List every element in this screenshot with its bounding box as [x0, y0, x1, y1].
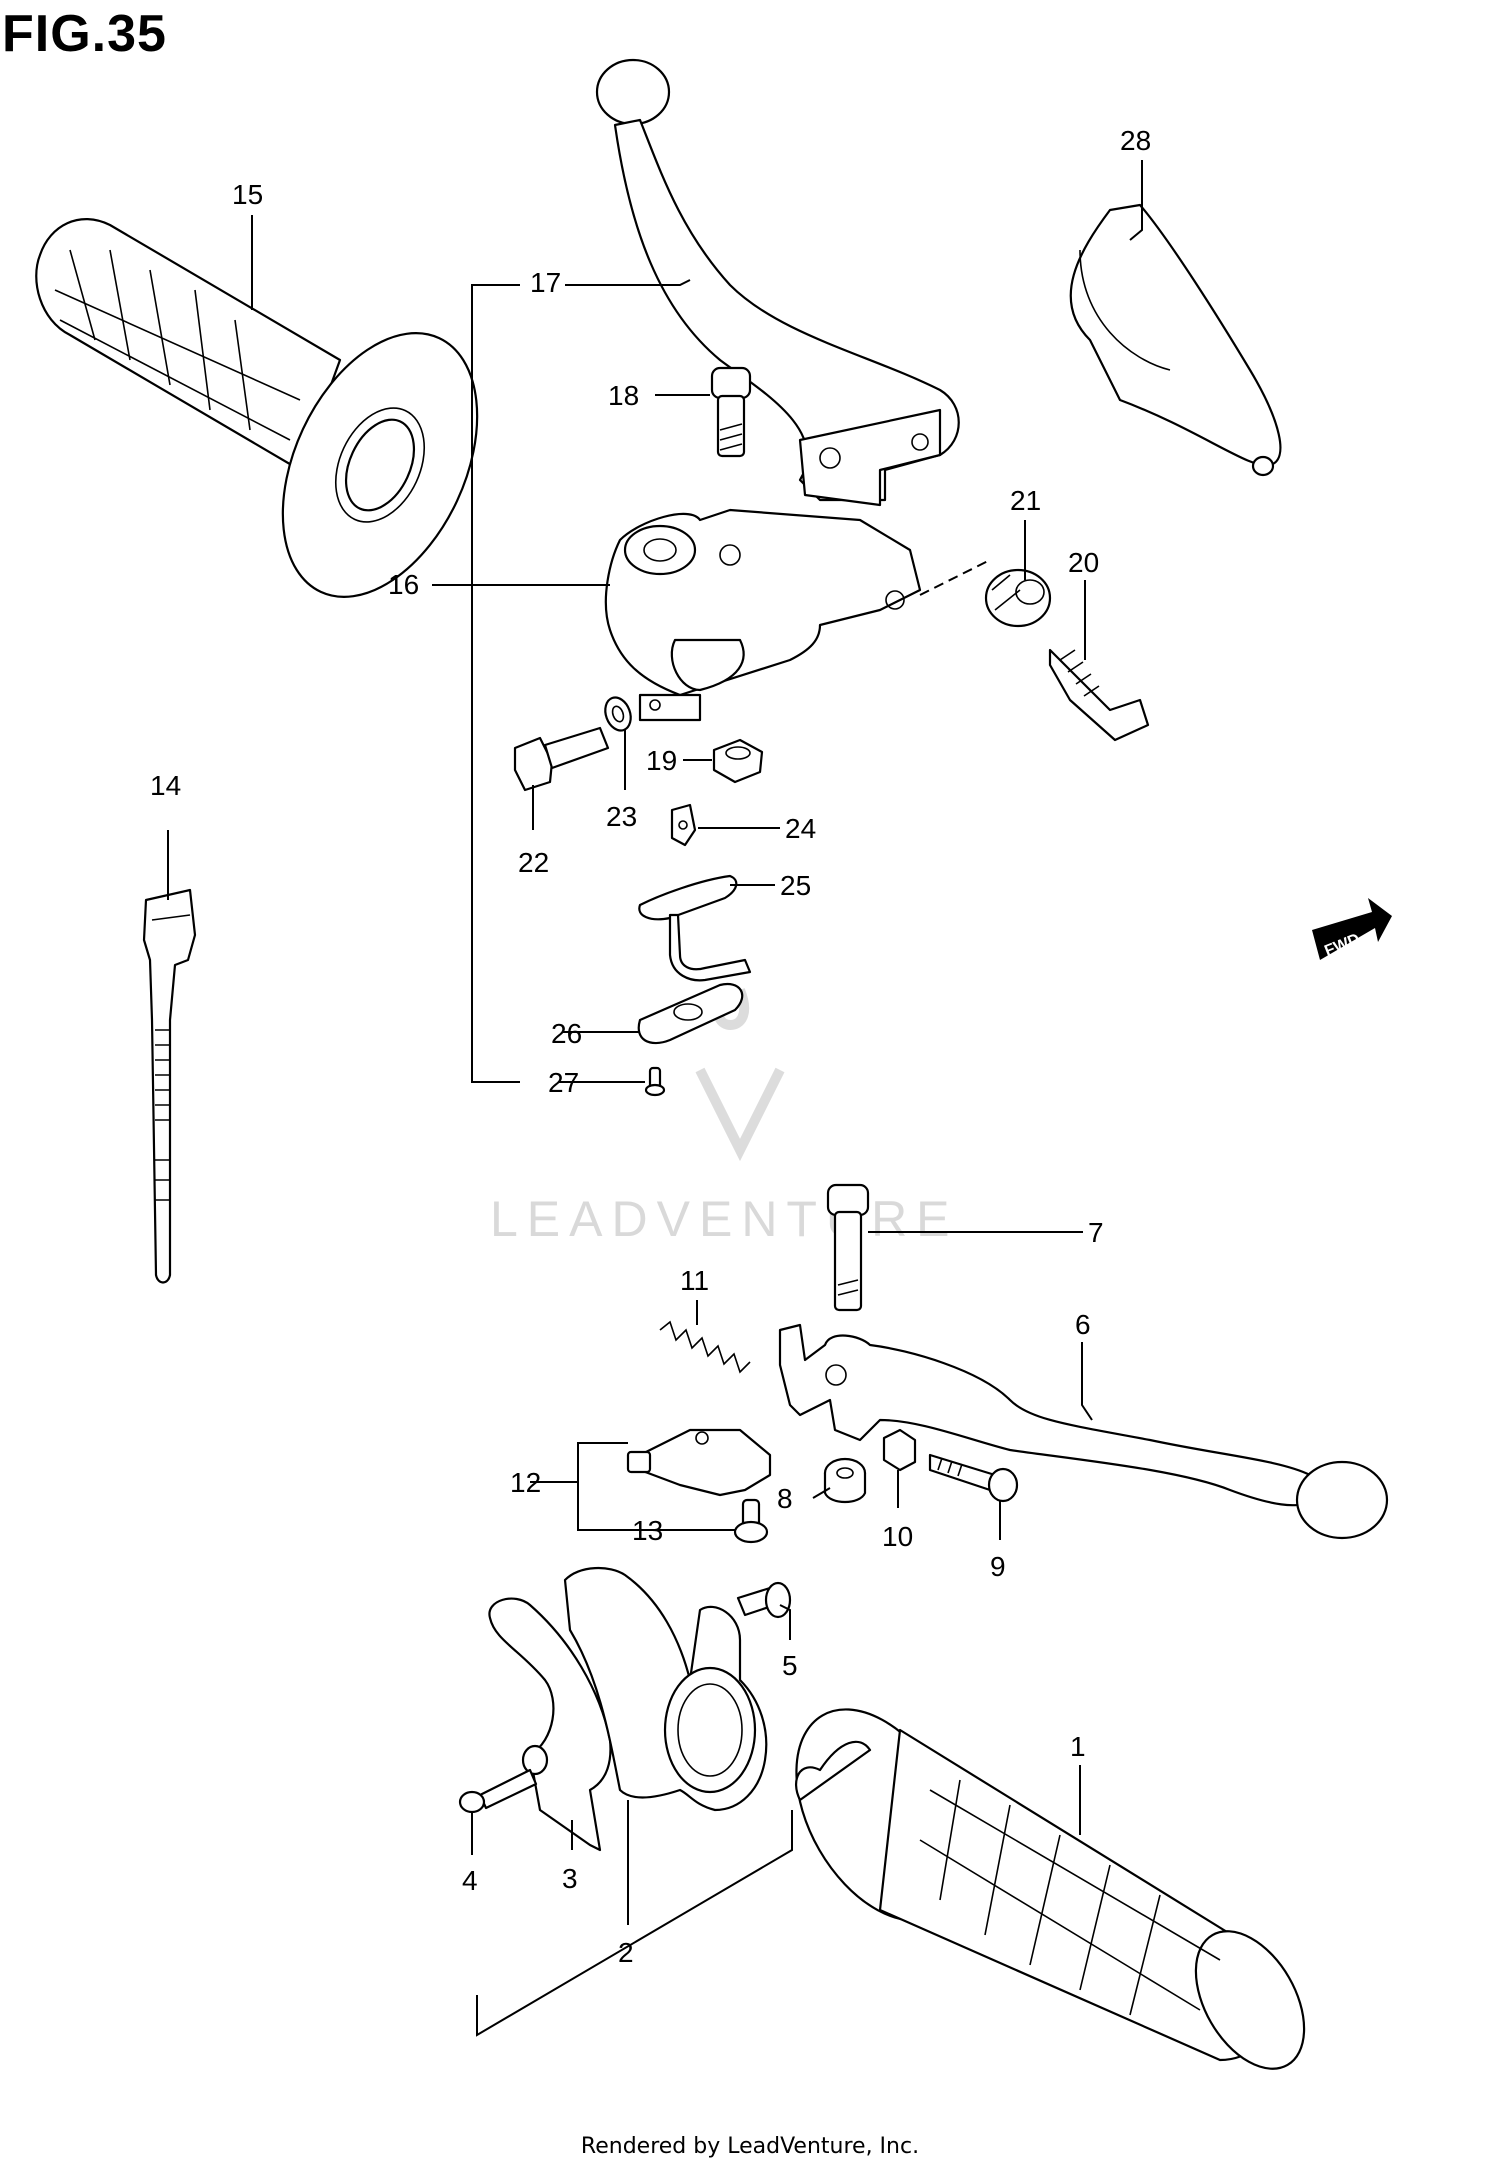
callout-26: 26 [551, 1018, 582, 1049]
part-5-screw [736, 1581, 792, 1619]
part-17-clutch-lever [595, 58, 960, 507]
callout-25: 25 [780, 870, 811, 901]
callout-7: 7 [1088, 1217, 1104, 1248]
part-8-collar [823, 1457, 867, 1504]
part-23-washer [604, 696, 632, 732]
callout-2: 2 [618, 1937, 634, 1968]
part-25-switch [638, 874, 752, 982]
part-14-cable-tie [142, 888, 197, 1284]
callout-6: 6 [1075, 1309, 1091, 1340]
callout-23: 23 [606, 801, 637, 832]
callout-labels: 15 17 28 18 21 20 16 19 23 22 24 25 26 2… [150, 125, 1151, 1968]
part-15-grip-left [35, 218, 479, 598]
callout-16: 16 [388, 569, 419, 600]
part-3-throttle-cover [488, 1597, 612, 1852]
part-6-brake-lever [778, 1323, 1389, 1540]
callout-22: 22 [518, 847, 549, 878]
part-18-pivot-bolt [710, 366, 752, 458]
callout-10: 10 [882, 1521, 913, 1552]
callout-4: 4 [462, 1865, 478, 1896]
part-26-bracket [637, 982, 744, 1045]
callout-9: 9 [990, 1551, 1006, 1582]
callout-11: 11 [680, 1265, 709, 1296]
part-24-clip [670, 803, 697, 847]
callout-3: 3 [562, 1863, 578, 1894]
footer-credit: Rendered by LeadVenture, Inc. [580, 2134, 920, 2159]
part-22-bolt [513, 726, 610, 792]
part-7-pivot-bolt [826, 1183, 870, 1312]
callout-17: 17 [530, 267, 561, 298]
part-11-spring [659, 1320, 751, 1374]
part-9-adjuster-bolt [928, 1453, 1019, 1503]
part-21-adjuster-locknut [919, 559, 1052, 628]
leader-lines [167, 160, 1143, 1925]
part-28-lever-cover [1069, 203, 1282, 477]
fwd-arrow-icon: FWD [1312, 898, 1392, 960]
upper-group-bracket [471, 284, 520, 1083]
part-10-nut [882, 1428, 917, 1472]
callout-21: 21 [1010, 485, 1041, 516]
callout-8: 8 [777, 1483, 793, 1514]
callout-20: 20 [1068, 547, 1099, 578]
part-12-brake-switch [626, 1428, 772, 1497]
callout-5: 5 [782, 1650, 798, 1681]
callout-1: 1 [1070, 1731, 1086, 1762]
callout-13: 13 [632, 1515, 663, 1546]
figure-title: FIG.35 [2, 5, 167, 63]
callout-18: 18 [608, 380, 639, 411]
part-2-throttle-housing [563, 1566, 768, 1812]
part-13-screw [733, 1498, 769, 1544]
part-20-cable-adjuster [1048, 648, 1150, 742]
lower-group-bracket [476, 1810, 793, 2037]
callout-15: 15 [232, 179, 263, 210]
part-16-lever-holder [604, 508, 922, 722]
part-27-screw [644, 1066, 666, 1097]
callout-19: 19 [646, 745, 677, 776]
callout-28: 28 [1120, 125, 1151, 156]
callout-27: 27 [548, 1067, 579, 1098]
part-1-grip-right [795, 1708, 1306, 2070]
callout-14: 14 [150, 770, 181, 801]
watermark-text: LEADVENTURE [490, 1191, 959, 1247]
part-4-screw [458, 1768, 538, 1814]
callout-24: 24 [785, 813, 816, 844]
part-19-nut [712, 738, 764, 784]
callout-12: 12 [510, 1467, 541, 1498]
